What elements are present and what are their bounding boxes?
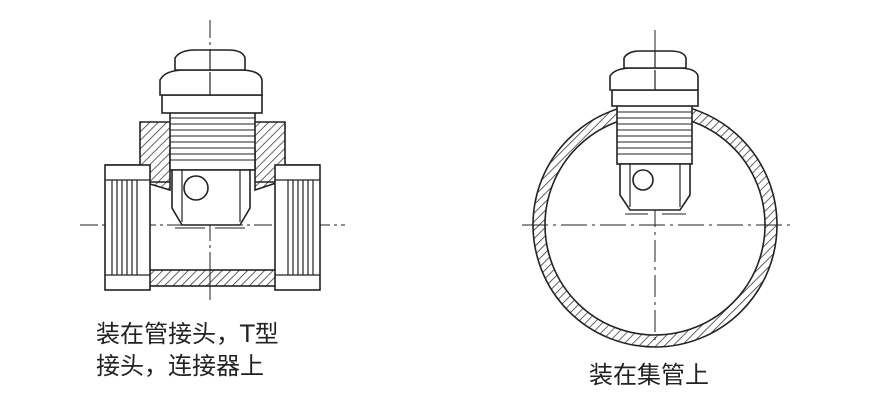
caption-header-line: 装在集管上: [589, 361, 709, 389]
tee-left-threads: [105, 179, 150, 276]
tee-right-threads: [275, 179, 320, 276]
sensor-tip-right: [619, 163, 691, 211]
tee-fitting-figure: [80, 20, 345, 300]
caption-tee-line2: 接头，连接器上: [96, 352, 264, 380]
sensor-threaded-body-left: [169, 109, 256, 171]
caption-tee-line1: 装在管接头，T型: [96, 320, 279, 348]
caption-tee-fitting: 装在管接头，T型 接头，连接器上: [96, 318, 279, 382]
sensor-threaded-body-right: [616, 103, 693, 165]
caption-header-pipe: 装在集管上: [589, 359, 709, 391]
sensor-thread-lines-left: [170, 117, 255, 161]
sensor-port-circle-right: [632, 169, 654, 191]
sensor-nut-lower-left: [159, 69, 263, 96]
sensor-tip-left: [171, 169, 251, 226]
sensor-thread-lines-right: [617, 111, 692, 155]
sensor-collar-left: [161, 94, 263, 114]
header-pipe-figure: [522, 30, 790, 348]
sensor-port-circle-left: [183, 175, 209, 201]
sensor-collar-right: [611, 89, 699, 107]
sensor-nut-lower-right: [609, 67, 699, 91]
